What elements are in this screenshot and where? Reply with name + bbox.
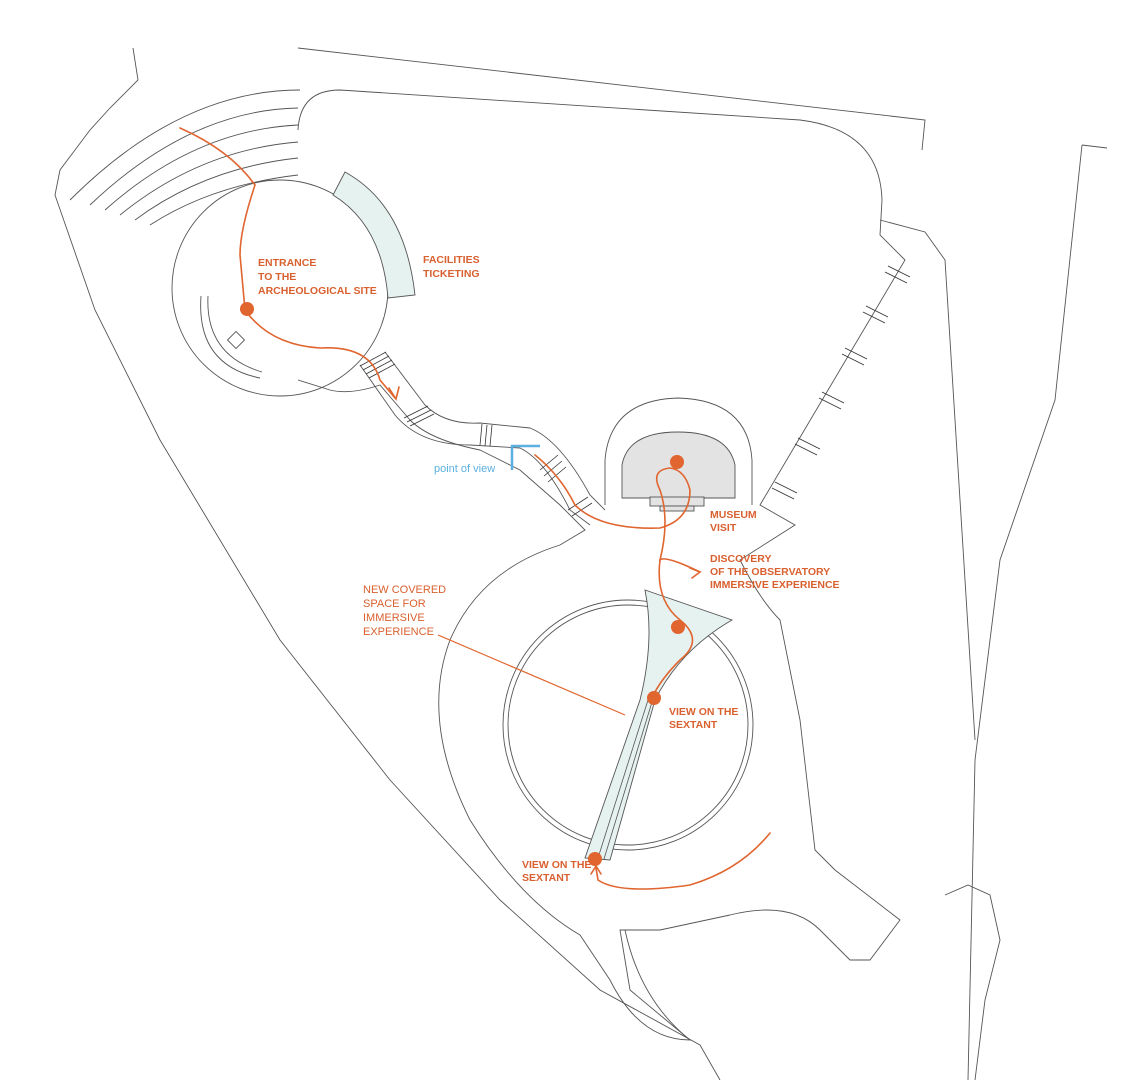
stop-museum bbox=[670, 455, 684, 469]
walkway bbox=[359, 351, 606, 526]
covered-space-leader bbox=[437, 634, 626, 716]
covered-space-zone bbox=[584, 589, 734, 861]
label-point-of-view: point of view bbox=[434, 463, 495, 475]
facilities-zone bbox=[332, 171, 416, 299]
pedestal-icon bbox=[226, 330, 246, 350]
stop-discovery bbox=[671, 620, 685, 634]
stairs bbox=[359, 265, 911, 517]
point-of-view-icon bbox=[510, 444, 540, 470]
label-discovery: DISCOVERY OF THE OBSERVATORY IMMERSIVE E… bbox=[710, 553, 840, 591]
label-view-sextant-lower: VIEW ON THE SEXTANT bbox=[522, 859, 594, 884]
entrance-rotunda bbox=[171, 179, 389, 397]
label-facilities: FACILITIES TICKETING bbox=[423, 254, 483, 280]
lower-ring bbox=[624, 929, 691, 1041]
label-entrance: ENTRANCE TO THE ARCHEOLOGICAL SITE bbox=[258, 257, 377, 297]
museum-building bbox=[604, 397, 753, 512]
site-boundary bbox=[54, 47, 1108, 1080]
upper-plaza bbox=[297, 89, 906, 1041]
stop-sextant-upper bbox=[647, 691, 661, 705]
label-museum: MUSEUM VISIT bbox=[710, 509, 760, 534]
observatory bbox=[502, 589, 754, 861]
stop-entrance bbox=[240, 302, 254, 316]
label-covered-space: NEW COVERED SPACE FOR IMMERSIVE EXPERIEN… bbox=[363, 584, 449, 638]
route-stops bbox=[240, 302, 685, 866]
label-view-sextant-upper: VIEW ON THE SEXTANT bbox=[669, 706, 741, 731]
amphitheater-tiers bbox=[69, 89, 301, 226]
stop-sextant-lower bbox=[588, 852, 602, 866]
